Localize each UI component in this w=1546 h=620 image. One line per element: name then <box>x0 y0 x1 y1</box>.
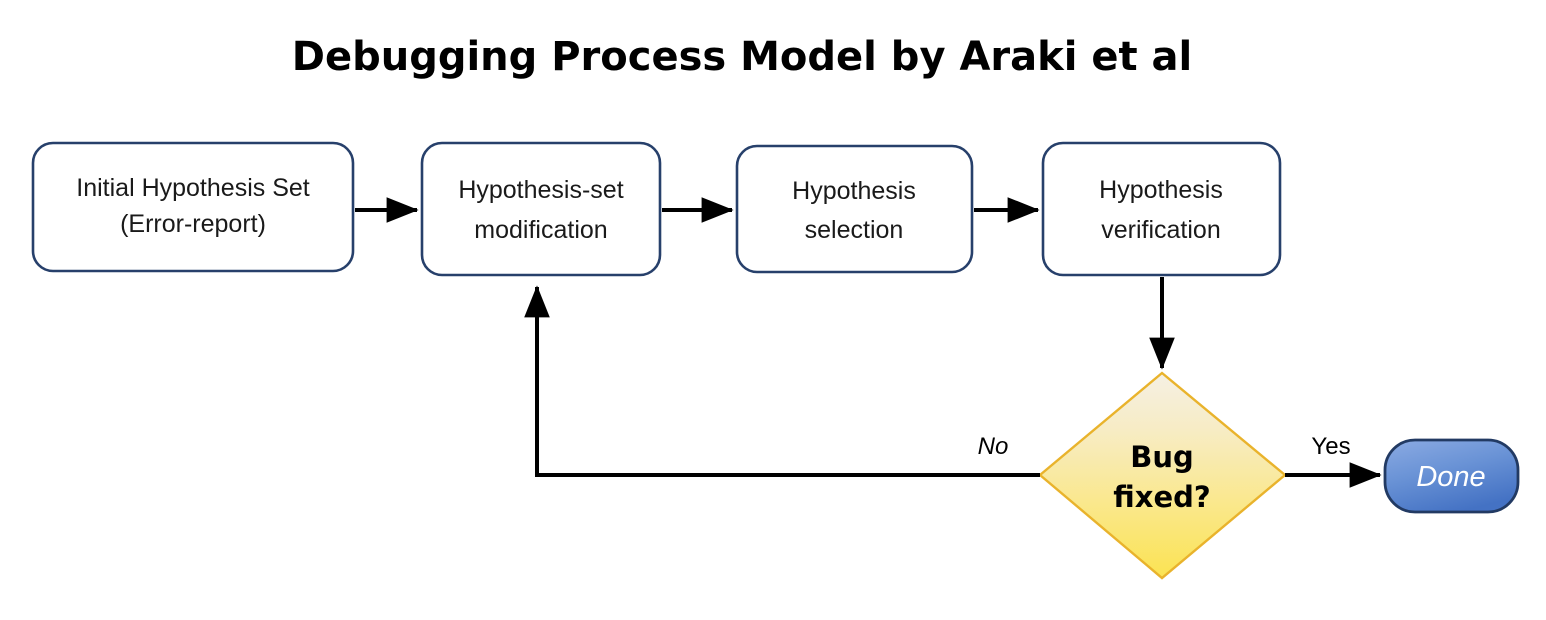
process-box <box>31 141 355 273</box>
decision-diamond <box>1038 371 1287 580</box>
edge-label-no: No <box>978 433 1009 460</box>
node-label-line: verification <box>1101 216 1221 244</box>
node-label-line: Initial Hypothesis Set <box>76 174 310 202</box>
node-label-line: selection <box>805 216 904 244</box>
node-label-line: Hypothesis <box>1099 176 1223 204</box>
terminal-label-text: Done <box>1416 461 1485 493</box>
node-bug-fixed-decision[interactable]: Bug fixed? <box>1038 371 1287 580</box>
process-box <box>420 141 662 277</box>
node-hypothesis-set-modification[interactable]: Hypothesis-set modification <box>420 141 662 277</box>
terminal-box <box>1383 438 1520 514</box>
node-label-line: (Error-report) <box>120 210 266 238</box>
node-label-line: Hypothesis <box>792 177 916 205</box>
page-title: Debugging Process Model by Araki et al <box>292 34 1192 80</box>
node-label-line: Hypothesis-set <box>458 176 623 204</box>
node-label-line: modification <box>474 216 607 244</box>
edge-decision-no-path <box>524 285 1040 477</box>
edge-label-yes: Yes <box>1311 433 1350 460</box>
decision-label-line: fixed? <box>1113 480 1210 514</box>
node-hypothesis-selection[interactable]: Hypothesis selection <box>735 144 974 274</box>
node-done-terminal[interactable]: Done <box>1383 438 1520 514</box>
process-box <box>1041 141 1282 277</box>
decision-label-line: Bug <box>1130 440 1194 474</box>
node-initial-hypothesis-set[interactable]: Initial Hypothesis Set (Error-report) <box>31 141 355 273</box>
process-box <box>735 144 974 274</box>
node-hypothesis-verification[interactable]: Hypothesis verification <box>1041 141 1282 277</box>
